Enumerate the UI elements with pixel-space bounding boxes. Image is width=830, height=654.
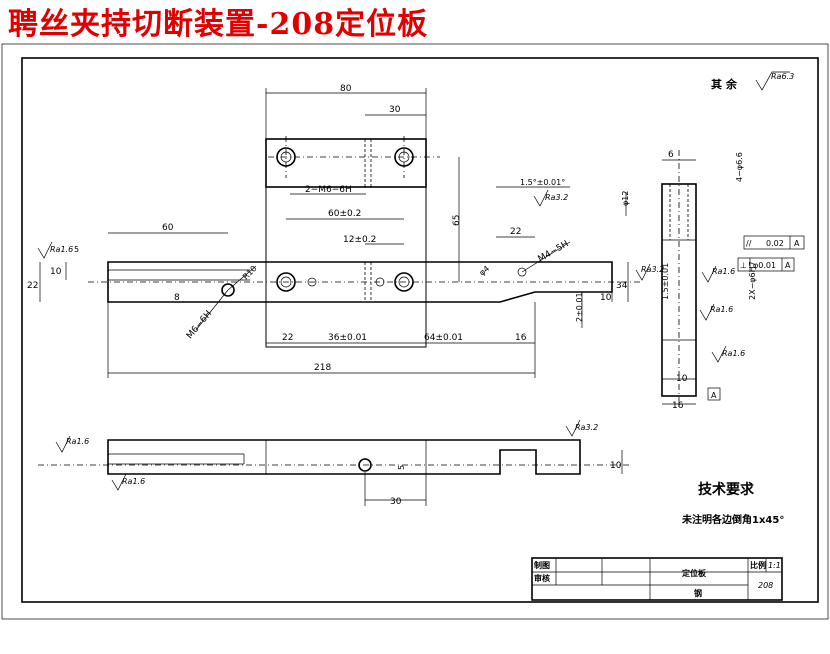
dim-80: 80 (340, 84, 352, 94)
roughness-symbol (755, 71, 790, 91)
dim-15-001: 1.5±0.01 (661, 263, 670, 300)
dim-6: 6 (668, 150, 674, 160)
dim-5-lower: 5 (397, 465, 406, 470)
ra16-lower-2: Ra1.6 (122, 477, 145, 486)
dim-64: 64±0.01 (424, 333, 463, 343)
upper-plate (265, 138, 427, 188)
dim-10-right: 10 (600, 293, 612, 303)
dim-5-left: 5 (74, 245, 79, 254)
surface-note-label: 其 余 (711, 77, 738, 91)
ra16-lower: Ra1.6 (66, 437, 89, 446)
thread-2m6: 2−M6−6H (305, 185, 352, 195)
gdt-parallel-tol: 0.02 (766, 239, 784, 248)
gdt-parallel-datum: A (794, 239, 800, 248)
tb-drawing-no: 208 (758, 581, 773, 590)
ra16-side-1: Ra1.6 (712, 267, 735, 276)
gdt-perp-tol: φ0.01 (753, 261, 776, 270)
surface-note-ra: Ra6.3 (771, 72, 794, 81)
dim-34: 34 (616, 281, 628, 291)
ra32-lower: Ra3.2 (575, 423, 598, 432)
dim-12-02: 12±0.2 (343, 235, 376, 245)
dim-22-left: 22 (27, 281, 38, 291)
ra32-front: Ra3.2 (545, 193, 568, 202)
lower-bar (107, 439, 581, 475)
m6-label: M6−6H (185, 309, 214, 341)
front-view: 80 30 2−M6−6H 60±0.2 12±0.2 65 60 10 5 2… (27, 84, 664, 378)
dim-36: 36±0.01 (328, 333, 367, 343)
dim-15-angle: 1.5°±0.01° (520, 178, 565, 187)
dim-22-right: 22 (510, 227, 521, 237)
tb-scale: 1:1 (768, 561, 781, 570)
gdt-parallel-symbol: // (746, 239, 752, 248)
tb-material: 钢 (694, 588, 702, 598)
dim-phi12: φ12 (621, 191, 630, 206)
tb-name: 定位板 (681, 568, 707, 578)
dim-2x-phi6h7: 2X−φ6H7 (748, 261, 757, 300)
dim-8: 8 (174, 293, 180, 303)
tb-drawn: 制图 (534, 560, 550, 570)
m4-label: M4−5H (537, 239, 571, 264)
dim-60: 60 (162, 223, 174, 233)
dim-10-left: 10 (50, 267, 62, 277)
dim-65: 65 (452, 215, 462, 226)
outer-frame (1, 43, 829, 620)
dim-10-side: 10 (676, 374, 688, 384)
gdt-perp-symbol: ⊥ (740, 261, 747, 270)
ra32-mid: Ra3.2 (641, 265, 664, 274)
tech-note: 未注明各边倒角1x45° (681, 513, 784, 526)
side-block (661, 183, 697, 397)
dim-30-lower: 30 (390, 497, 402, 507)
dim-2-001: 2±0.01 (575, 292, 584, 322)
inner-frame (21, 57, 819, 603)
dim-16-side: 16 (672, 401, 684, 411)
lower-view: 30 5 10 Ra1.6 Ra1.6 Ra3.2 (38, 419, 630, 507)
dim-30-top: 30 (389, 105, 401, 115)
bracket-outline (265, 186, 427, 348)
drawing-title: 聘丝夹持切断装置-208定位板 (8, 7, 429, 42)
dim-218: 218 (314, 363, 331, 373)
dim-60-02: 60±0.2 (328, 209, 361, 219)
side-view: 6 4−φ6.6 φ12 1.5±0.01 2X−φ6H7 10 16 // 0… (621, 150, 805, 411)
tech-heading: 技术要求 (698, 481, 755, 498)
ra16-front: Ra1.6 (50, 245, 73, 254)
phi4-label: φ4 (478, 264, 492, 278)
ra16-side-2: Ra1.6 (710, 305, 733, 314)
dim-16-bottom: 16 (515, 333, 527, 343)
dim-4-phi66: 4−φ6.6 (735, 152, 744, 182)
title-block: 制图 审核 定位板 比例 1:1 208 钢 (531, 557, 783, 601)
tb-checked: 审核 (534, 573, 550, 583)
dim-10-lower: 10 (610, 461, 622, 471)
r10-label: R10 (241, 264, 259, 282)
dim-22-bottom: 22 (282, 333, 293, 343)
ra16-side-3: Ra1.6 (722, 349, 745, 358)
tb-scale-label: 比例 (750, 560, 766, 570)
datum-a: A (711, 391, 717, 400)
gdt-perp-datum: A (785, 261, 791, 270)
